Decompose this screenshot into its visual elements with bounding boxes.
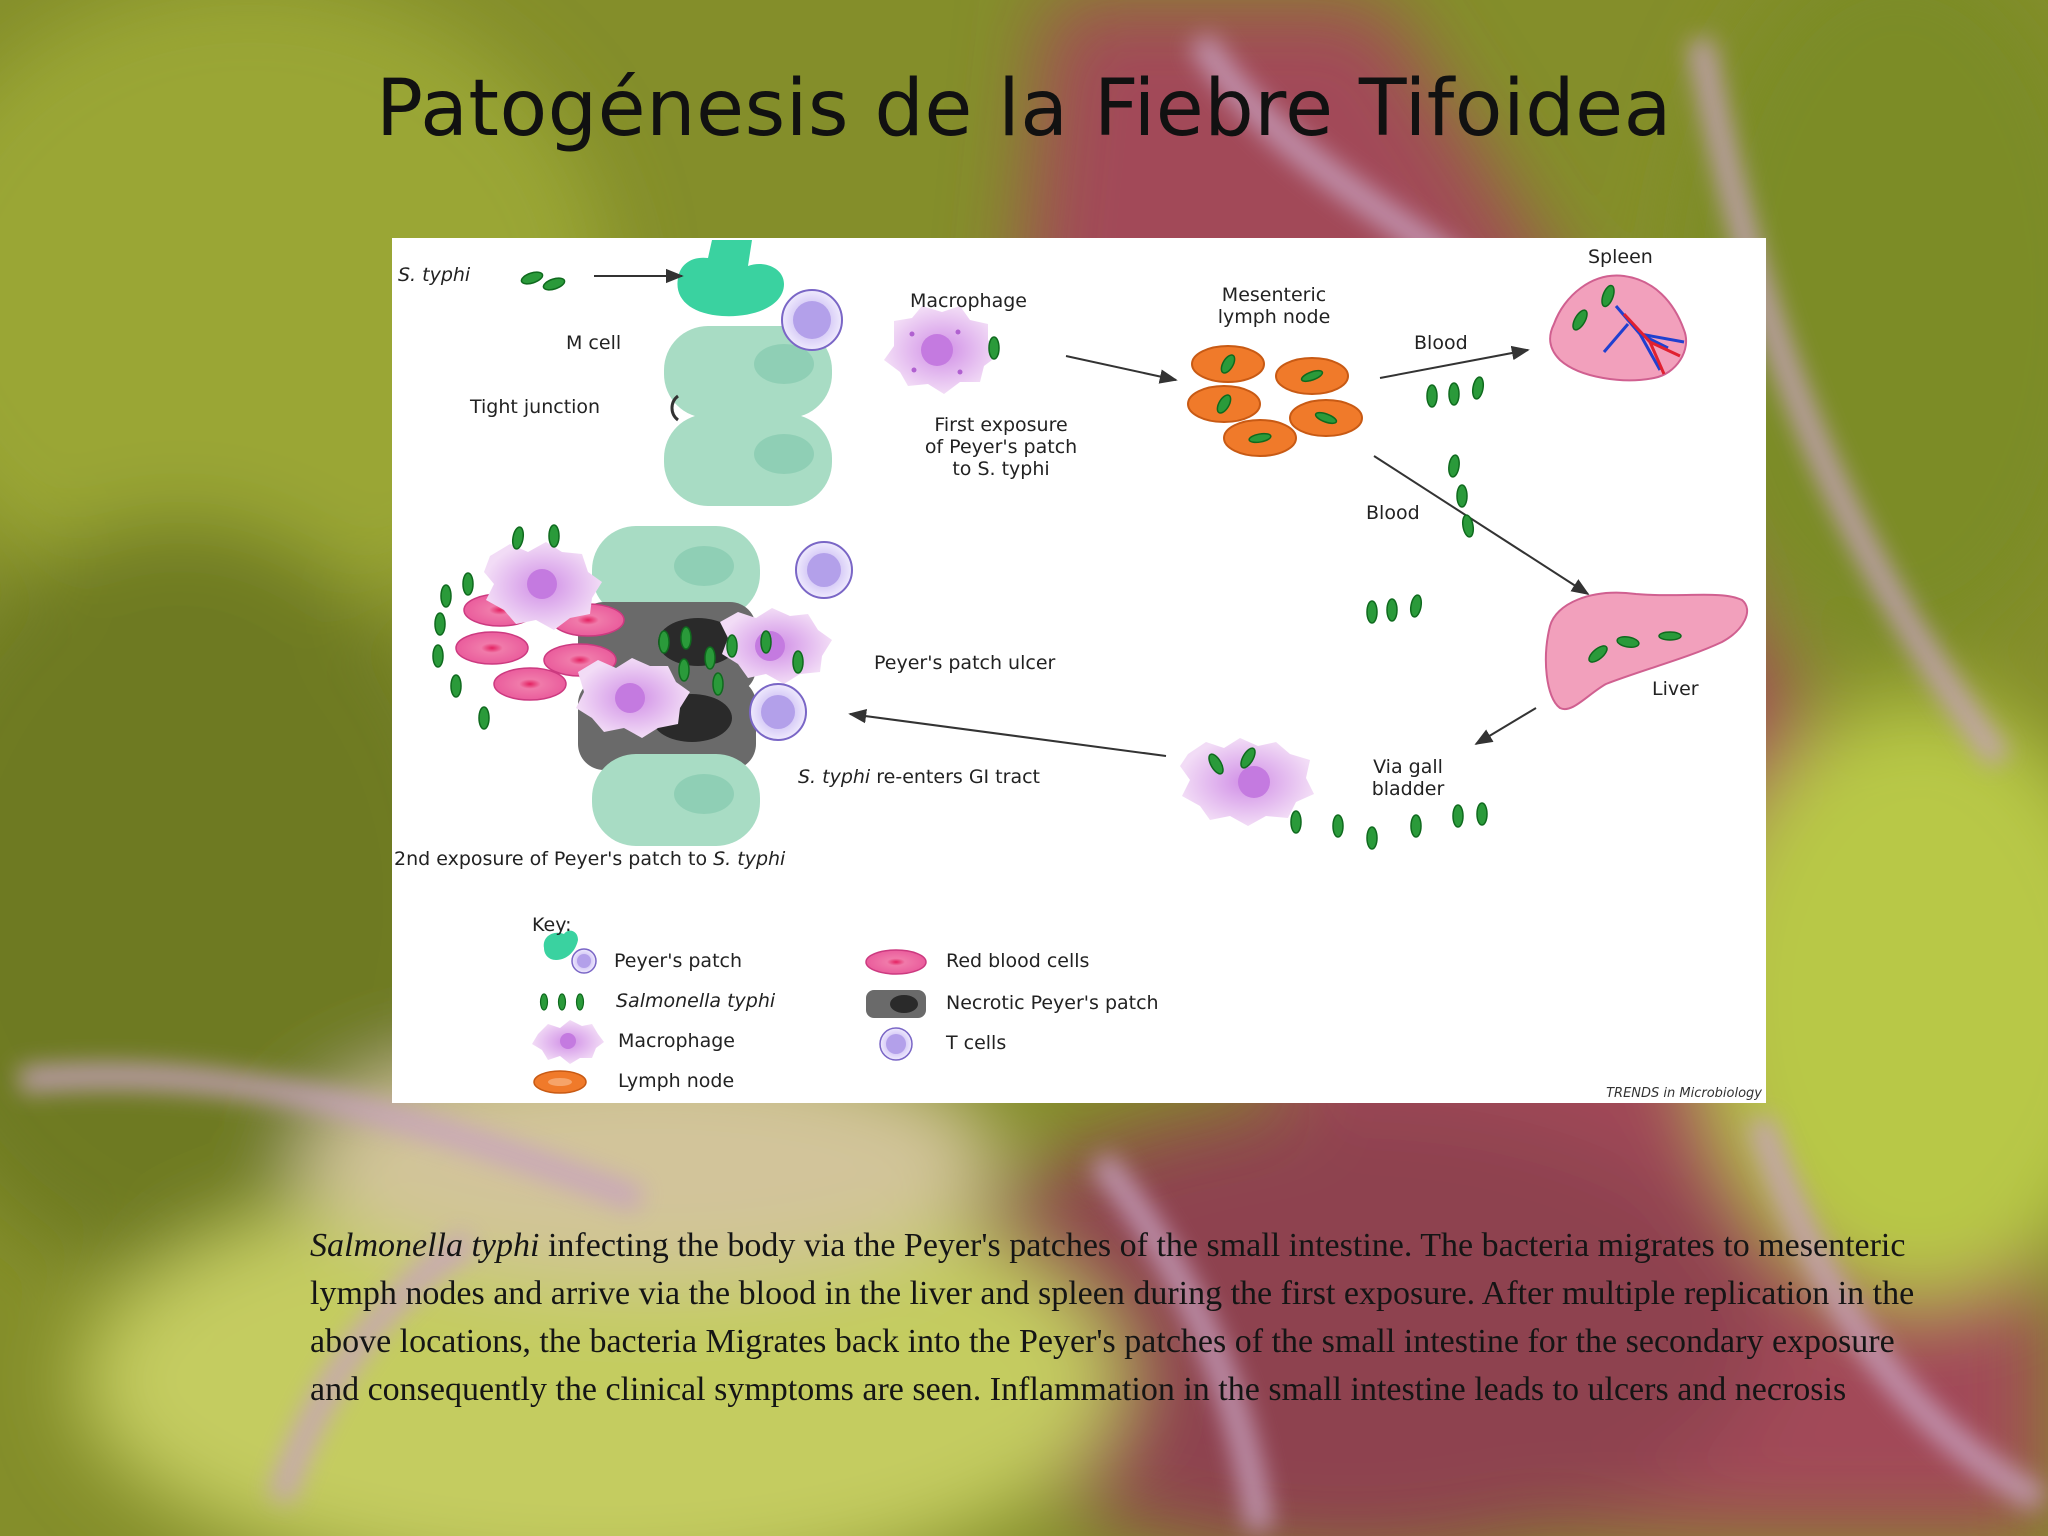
key-label-macrophage: Macrophage (618, 1030, 735, 1052)
bacterium (1314, 411, 1338, 425)
bacterium (1456, 484, 1468, 508)
key-label-red-blood-cells: Red blood cells (946, 950, 1090, 972)
bacterium (511, 526, 525, 550)
bacterium (1476, 802, 1488, 826)
key-label-t-cells: T cells (946, 1032, 1007, 1054)
key-label-salmonella: Salmonella typhi (616, 990, 776, 1012)
bacterium (1616, 635, 1640, 649)
red-blood-cell-icon (865, 949, 927, 975)
bacterium (704, 646, 716, 670)
bacterium (792, 650, 804, 674)
bacterium (1588, 645, 1608, 663)
salmonella-icon (539, 993, 585, 1011)
m-cell (677, 240, 784, 317)
caption-italic-lead: Salmonella typhi (310, 1227, 540, 1264)
macrophage-first-exposure (884, 306, 1178, 394)
peyers-patch-ulcer-cluster (455, 526, 853, 846)
bacterium (1240, 747, 1256, 769)
bacterium (1290, 810, 1302, 834)
spleen (1549, 274, 1687, 382)
macrophage-icon (532, 1020, 604, 1064)
label-first-exposure: First exposure of Peyer's patch to S. ty… (924, 414, 1078, 480)
label-tight-junction: Tight junction (470, 396, 601, 418)
bacterium (726, 634, 738, 658)
bacterium (1386, 598, 1398, 622)
label-reenters-italic: S. typhi (798, 766, 871, 788)
peyers-patch-icon (543, 930, 597, 974)
bacterium (760, 630, 772, 654)
bacterium (1410, 814, 1422, 838)
label-s-typhi: S. typhi (398, 264, 471, 286)
bacterium (680, 626, 692, 650)
key-label-lymph-node: Lymph node (618, 1070, 735, 1092)
bacterium (1426, 384, 1438, 408)
bacterium (1220, 354, 1236, 374)
label-reenters-gi-tract: S. typhi re-enters GI tract (798, 766, 1040, 788)
lymph-node-icon (533, 1070, 587, 1094)
tight-junction (670, 394, 680, 422)
caption-text: infecting the body via the Peyer's patch… (310, 1227, 1915, 1408)
bacterium (1658, 631, 1682, 641)
label-mesenteric-lymph-node: Mesenteric lymph node (1217, 284, 1331, 328)
slide-caption: Salmonella typhi infecting the body via … (310, 1222, 1930, 1414)
bacterium (1471, 376, 1485, 400)
mesenteric-lymph-node (1187, 345, 1590, 595)
label-blood-top: Blood (1414, 332, 1468, 354)
label-reenters-rest: re-enters GI tract (870, 766, 1040, 788)
label-blood-middle: Blood (1366, 502, 1420, 524)
key-label-necrotic-patch: Necrotic Peyer's patch (946, 992, 1159, 1014)
label-second-exposure-italic: S. typhi (713, 848, 786, 870)
m-cell-region (594, 240, 843, 506)
bacterium (542, 277, 566, 291)
bacterium (1448, 382, 1460, 406)
bacterium (1601, 284, 1615, 308)
label-via-gall-bladder: Via gall bladder (1371, 756, 1445, 800)
key-icons (532, 930, 927, 1094)
bacterium (434, 612, 446, 636)
bacterium (1332, 814, 1344, 838)
bacterium (712, 672, 724, 696)
slide-title: Patogénesis de la Fiebre Tifoidea (376, 64, 1672, 154)
diagram-canvas (432, 240, 1749, 1094)
bacteria-layer (432, 271, 1682, 850)
bacterium (450, 674, 462, 698)
bacterium (462, 572, 474, 596)
bacterium (1461, 514, 1475, 538)
bacterium (988, 336, 1000, 360)
label-second-exposure-prefix: 2nd exposure of Peyer's patch to (394, 848, 714, 870)
label-macrophage: Macrophage (910, 290, 1027, 312)
bacterium (678, 658, 690, 682)
bacterium (1208, 753, 1224, 775)
label-peyers-patch-ulcer: Peyer's patch ulcer (874, 652, 1056, 674)
key-label-peyers-patch: Peyer's patch (614, 950, 743, 972)
bacterium (1300, 369, 1324, 383)
pathogenesis-figure: S. typhi M cell Tight junction Macrophag… (392, 238, 1766, 1103)
t-cell-icon (879, 1027, 913, 1061)
liver (1474, 591, 1749, 745)
bacterium (478, 706, 490, 730)
label-spleen: Spleen (1588, 246, 1653, 268)
bacterium (658, 630, 670, 654)
bacterium (1366, 826, 1378, 850)
bacterium (440, 584, 452, 608)
key-title: Key: (532, 914, 572, 936)
necrotic-patch-icon (866, 990, 926, 1018)
bacterium (432, 644, 444, 668)
figure-credit: TRENDS in Microbiology (1606, 1086, 1762, 1101)
label-second-exposure: 2nd exposure of Peyer's patch to S. typh… (394, 848, 785, 870)
bacterium (1452, 804, 1464, 828)
label-m-cell: M cell (566, 332, 622, 354)
bacterium (1216, 394, 1232, 414)
bacterium (1248, 432, 1272, 444)
bacterium (1572, 309, 1588, 331)
bacterium (1409, 594, 1423, 618)
bacterium (1448, 454, 1460, 478)
bacterium (548, 524, 560, 548)
label-liver: Liver (1652, 678, 1699, 700)
bacterium (520, 271, 544, 285)
bacterium (1366, 600, 1378, 624)
